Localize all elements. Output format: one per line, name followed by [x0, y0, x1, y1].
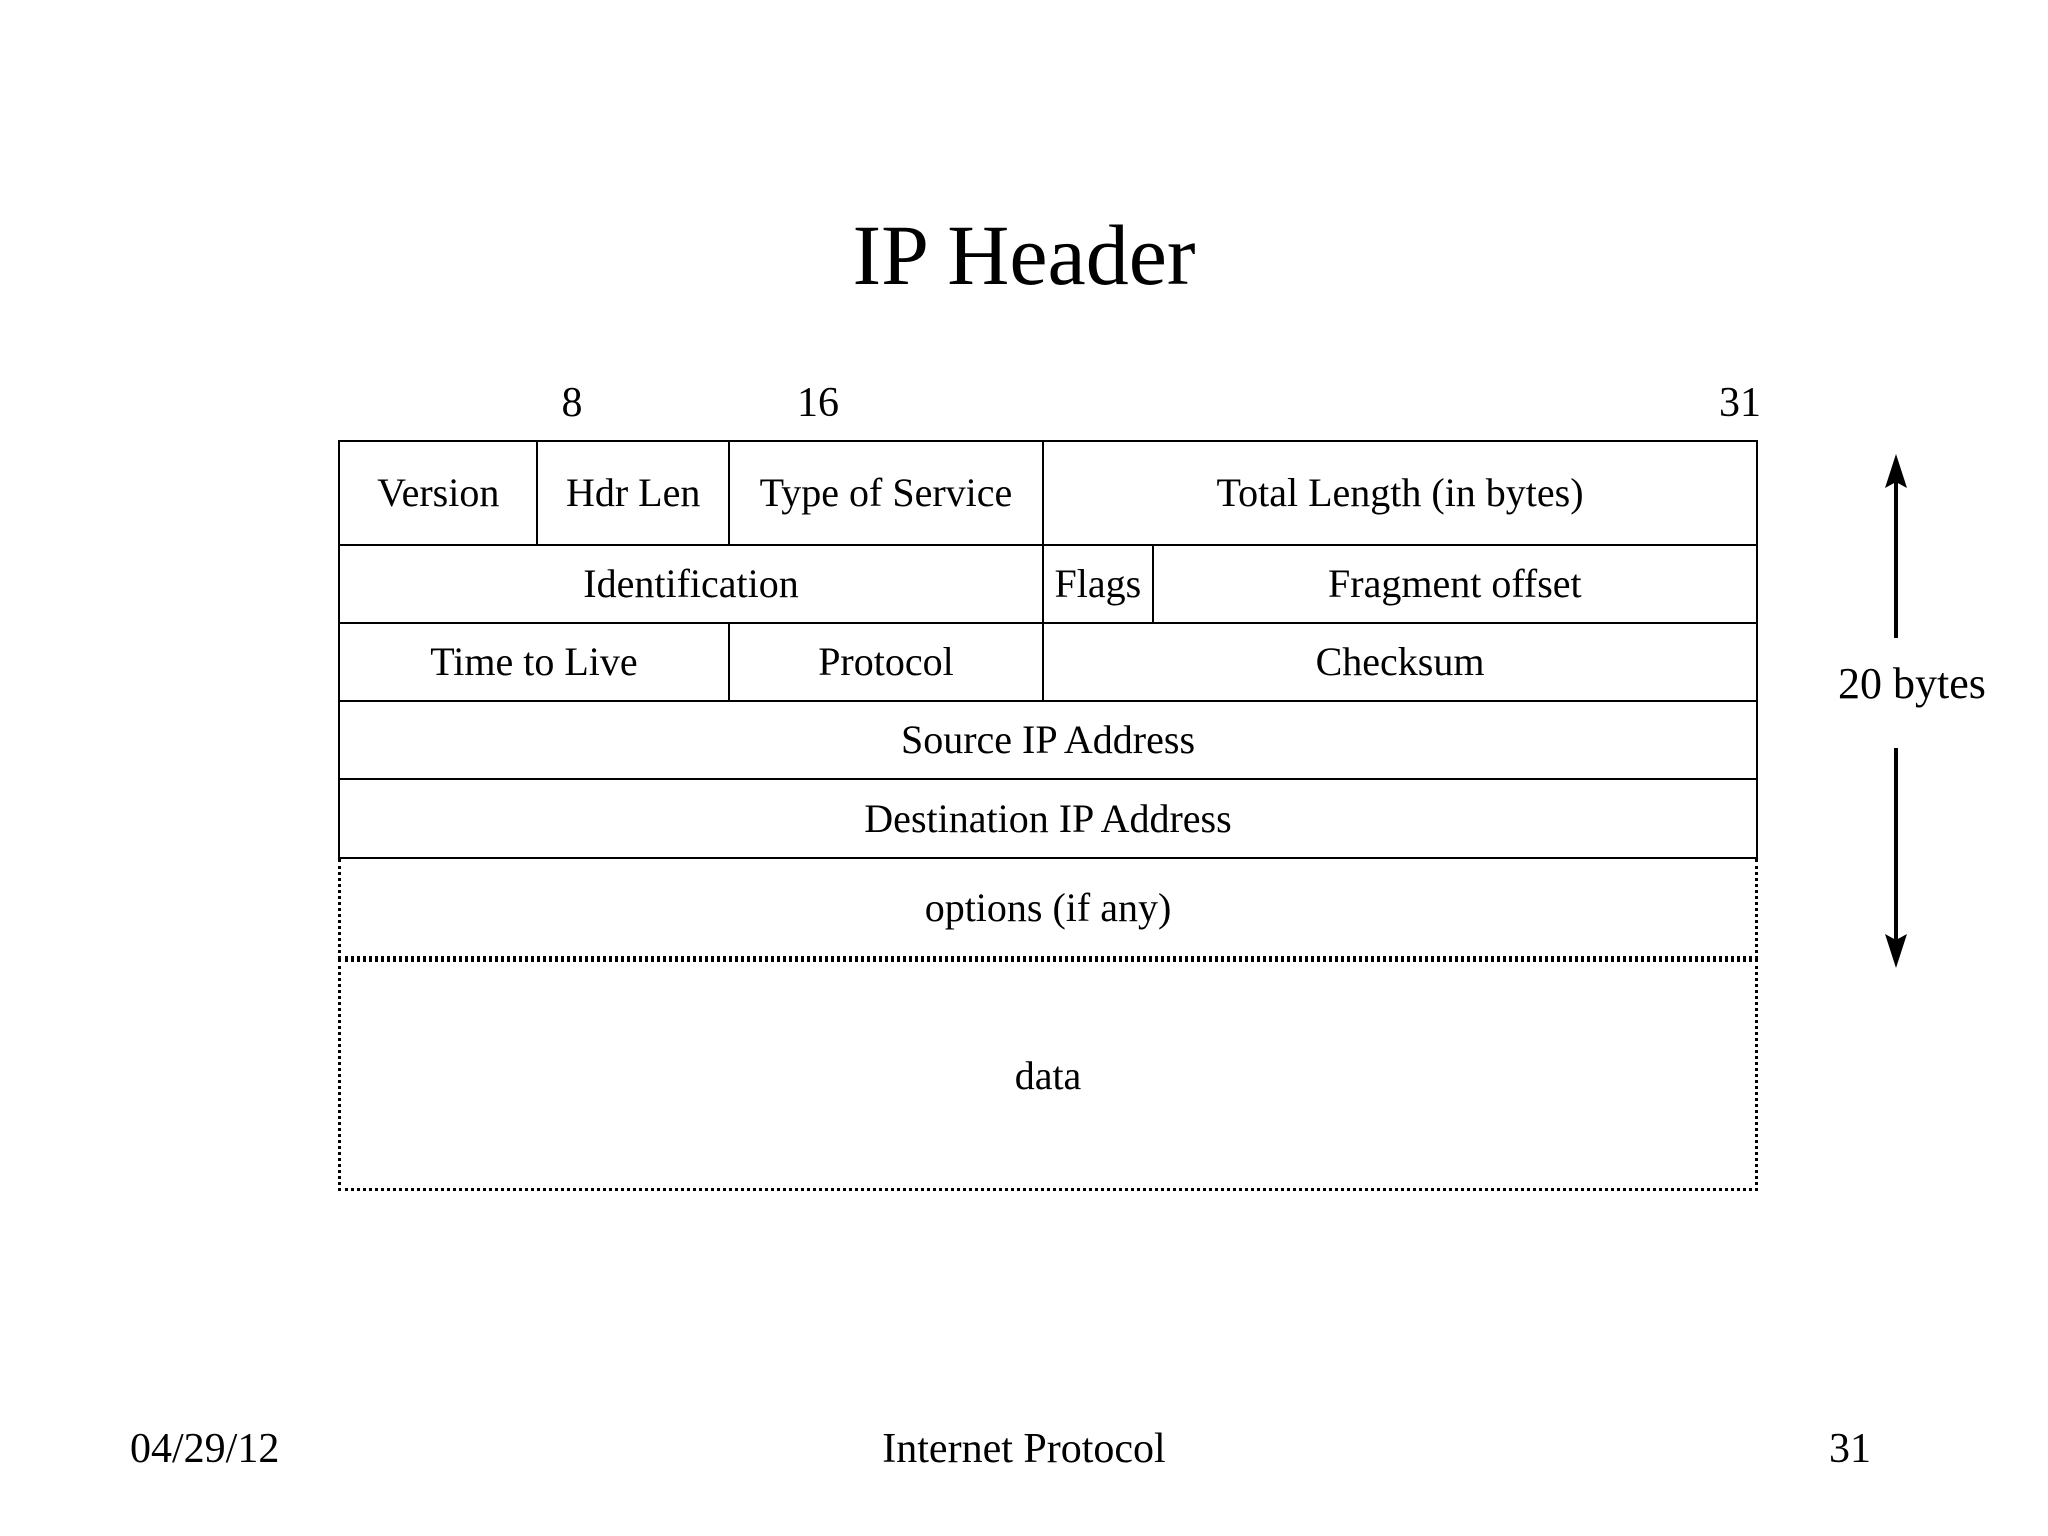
header-row-word-5: Destination IP Address: [340, 778, 1756, 857]
footer-title: Internet Protocol: [882, 1426, 1166, 1472]
header-row-word-4: Source IP Address: [340, 700, 1756, 778]
field-identification: Identification: [583, 561, 799, 606]
header-size-measure: 20 bytes: [1838, 440, 2048, 980]
header-row-word-2: Identification Flags Fragment offset: [340, 544, 1756, 622]
field-version: Version: [377, 470, 500, 515]
field-type-of-service: Type of Service: [727, 442, 1042, 544]
header-row-word-1: Version Hdr Len Type of Service Total Le…: [340, 442, 1756, 544]
field-checksum: Checksum: [1042, 624, 1756, 700]
field-total-length: Total Length (in bytes): [1042, 442, 1756, 544]
double-headed-arrow-icon: [1885, 454, 1907, 968]
field-destination-ip-address: Destination IP Address: [864, 795, 1232, 841]
field-header-length: Hdr Len: [536, 442, 727, 544]
field-protocol: Protocol: [727, 624, 1042, 700]
field-fragment-offset: Fragment offset: [1151, 546, 1756, 622]
field-data: data: [338, 959, 1758, 1191]
footer-page-number: 31: [1829, 1426, 1871, 1472]
field-source-ip-address: Source IP Address: [900, 717, 1196, 762]
ip-header-20-byte-block: Version Hdr Len Type of Service Total Le…: [338, 440, 1758, 859]
header-size-label: 20 bytes: [1838, 659, 1986, 708]
field-time-to-live: Time to Live: [430, 639, 638, 684]
page-title: IP Header: [852, 207, 1196, 303]
field-options: options (if any): [338, 859, 1758, 959]
footer-date: 04/29/12: [130, 1426, 280, 1472]
bit-ruler-label-8: 8: [561, 380, 583, 426]
ip-header-diagram: Version Hdr Len Type of Service Total Le…: [338, 440, 1758, 1191]
bit-ruler-label-16: 16: [797, 380, 839, 426]
bit-ruler-label-31: 31: [1719, 380, 1761, 426]
field-flags: Flags: [1042, 546, 1152, 622]
header-row-word-3: Time to Live Protocol Checksum: [340, 622, 1756, 700]
